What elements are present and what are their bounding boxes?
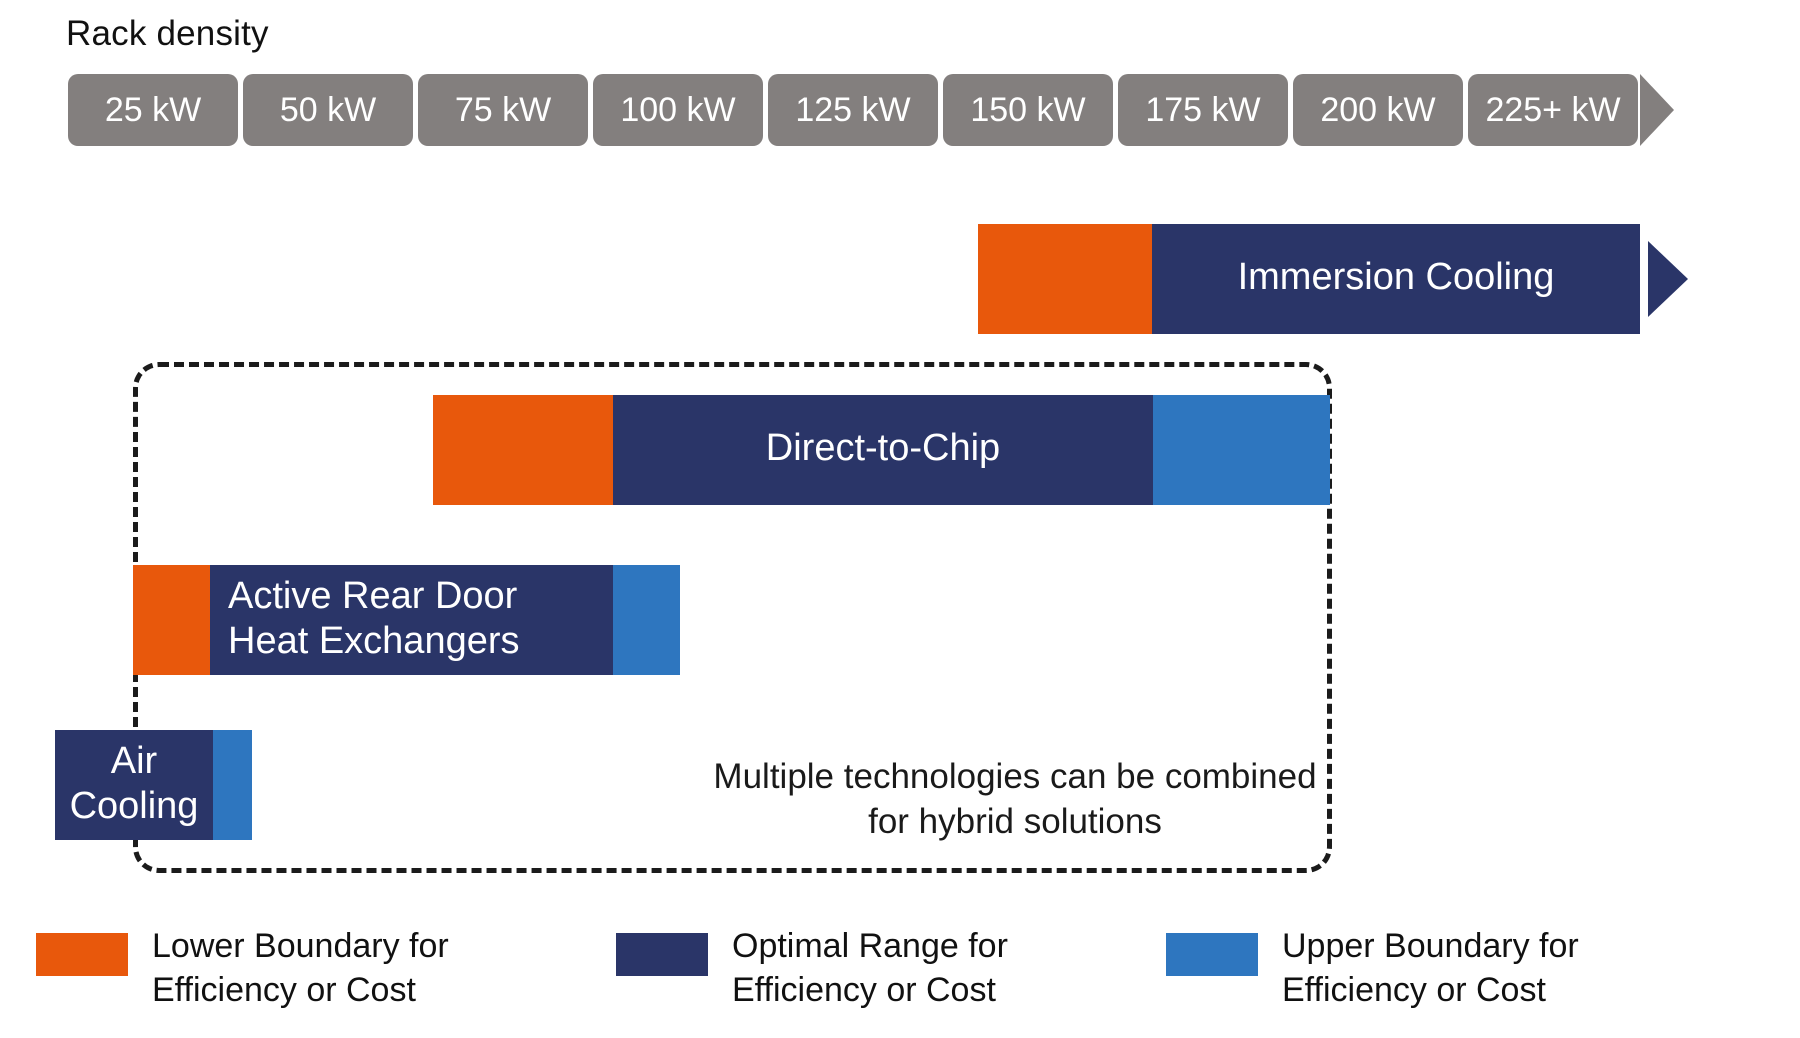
scale-tick-175kw: 175 kW (1118, 74, 1288, 146)
scale-tick-225kw-plus: 225+ kW (1468, 74, 1638, 146)
scale-tick-125kw: 125 kW (768, 74, 938, 146)
segment-upper-boundary (613, 565, 680, 675)
bar-arrow-icon-immersion (1648, 241, 1688, 317)
segment-optimal-range (613, 395, 1153, 505)
scale-tick-150kw: 150 kW (943, 74, 1113, 146)
legend-item-upper-boundary: Upper Boundary for Efficiency or Cost (1166, 925, 1726, 1012)
segment-optimal-range (210, 565, 613, 675)
scale-tick-100kw: 100 kW (593, 74, 763, 146)
legend-swatch-lower-boundary (36, 933, 128, 976)
segment-upper-boundary (1153, 395, 1330, 505)
segment-lower-boundary (133, 565, 210, 675)
legend-label-upper-boundary: Upper Boundary for Efficiency or Cost (1282, 927, 1579, 1009)
segment-lower-boundary (433, 395, 613, 505)
segment-upper-boundary (213, 730, 252, 840)
legend-label-lower-boundary: Lower Boundary for Efficiency or Cost (152, 927, 449, 1009)
legend-swatch-upper-boundary (1166, 933, 1258, 976)
scale-tick-75kw: 75 kW (418, 74, 588, 146)
legend: Lower Boundary for Efficiency or Cost Op… (36, 925, 1776, 1012)
legend-item-lower-boundary: Lower Boundary for Efficiency or Cost (36, 925, 616, 1012)
page-title: Rack density (66, 14, 269, 53)
scale-tick-25kw: 25 kW (68, 74, 238, 146)
segment-lower-boundary (978, 224, 1152, 334)
scale-tick-200kw: 200 kW (1293, 74, 1463, 146)
hybrid-annotation-text: Multiple technologies can be combined fo… (713, 757, 1317, 841)
bar-active-rear-door-heat-exchangers (133, 565, 680, 675)
segment-optimal-range (55, 730, 213, 840)
segment-optimal-range (1152, 224, 1640, 334)
rack-density-scale: 25 kW 50 kW 75 kW 100 kW 125 kW 150 kW 1… (68, 74, 1674, 146)
bar-direct-to-chip (433, 395, 1330, 505)
legend-item-optimal-range: Optimal Range for Efficiency or Cost (616, 925, 1166, 1012)
bar-immersion-cooling (978, 224, 1640, 334)
legend-label-optimal-range: Optimal Range for Efficiency or Cost (732, 927, 1008, 1009)
bar-air-cooling (55, 730, 252, 840)
legend-swatch-optimal-range (616, 933, 708, 976)
scale-tick-50kw: 50 kW (243, 74, 413, 146)
right-arrow-icon (1640, 74, 1674, 146)
